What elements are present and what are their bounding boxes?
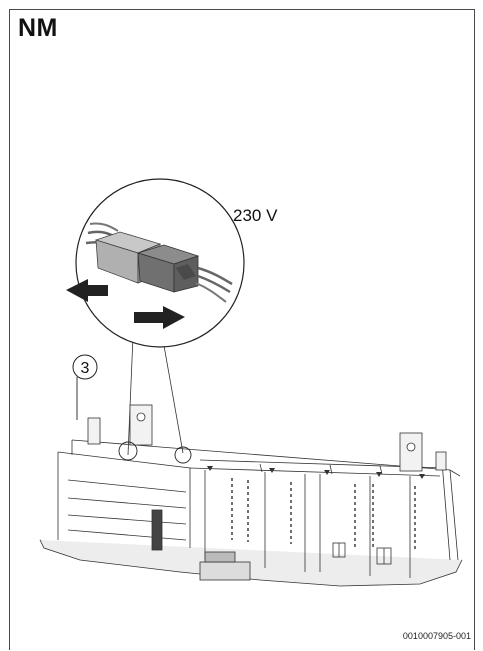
mounting-tab-left	[87, 404, 153, 446]
callout-number: 3	[81, 360, 90, 377]
page-title: NM	[18, 14, 58, 42]
leader-line-left	[127, 335, 134, 456]
arrow-left-icon	[66, 279, 108, 302]
terminal-markers	[231, 478, 416, 552]
component-squares	[332, 542, 392, 565]
callout-circle	[72, 354, 98, 380]
mounting-tab-right	[399, 432, 447, 472]
connector-highlight-right	[174, 446, 192, 464]
triangle-markers	[207, 466, 425, 479]
connector-highlight-left	[118, 441, 138, 461]
figure-id: 0010007905-001	[402, 631, 471, 641]
diagram-frame	[9, 9, 475, 650]
control-board-housing	[39, 439, 463, 587]
arrow-right-icon	[134, 306, 185, 329]
leader-line-right	[162, 339, 184, 454]
voltage-label: 230 V	[233, 206, 278, 225]
magnifier-detail	[66, 178, 245, 348]
